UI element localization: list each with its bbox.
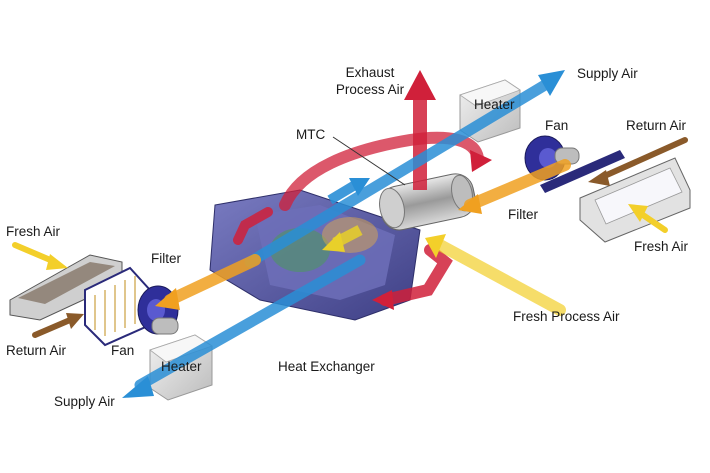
supply-air-inner-arrow [327, 178, 370, 205]
fresh-process-air-label: Fresh Process Air [513, 309, 620, 324]
heater-top-label: Heater [474, 97, 515, 112]
mixed-air-arrow-center [322, 225, 363, 252]
supply-air-top-arrow [244, 70, 565, 268]
right-intake-grille [579, 157, 691, 243]
supply-air-top-label: Supply Air [577, 66, 638, 81]
right-filter-bar [540, 150, 625, 193]
exhaust-loop-top [279, 131, 492, 211]
exhaust-process-air-label: Exhaust Process Air [328, 64, 412, 98]
heater-bottom-label: Heater [161, 359, 202, 374]
supply-air-bottom-label: Supply Air [54, 394, 115, 409]
supply-air-bottom-arrow [122, 254, 366, 398]
mtc-callout-line [332, 136, 406, 186]
exhaust-loop-left [233, 207, 273, 245]
fresh-air-left-arrow [12, 242, 68, 270]
fan-left-label: Fan [111, 343, 135, 358]
fresh-air-left-label: Fresh Air [6, 224, 61, 239]
fan-right-label: Fan [545, 118, 569, 133]
return-air-left-arrow [32, 313, 84, 338]
heat-exchanger-label: Heat Exchanger [278, 359, 375, 374]
mixed-air-arrow-left [155, 254, 261, 310]
heat-exchanger-housing [209, 189, 421, 321]
filter-right-label: Filter [508, 207, 538, 222]
mtc-label: MTC [296, 127, 326, 142]
filter-left-label: Filter [151, 251, 181, 266]
left-filter-unit [84, 266, 151, 347]
return-air-right-arrow [588, 137, 688, 186]
fresh-air-right-label: Fresh Air [634, 239, 689, 254]
fresh-process-air-arrow [425, 234, 566, 316]
exhaust-label-line-2: Process Air [335, 82, 405, 97]
return-air-left-label: Return Air [6, 343, 67, 358]
exhaust-loop-right [372, 244, 453, 310]
return-air-right-label: Return Air [626, 118, 687, 133]
mixed-air-arrow-right [458, 159, 571, 214]
exhaust-label-line-1: Exhaust [345, 65, 395, 80]
fresh-air-right-arrow [628, 204, 668, 233]
